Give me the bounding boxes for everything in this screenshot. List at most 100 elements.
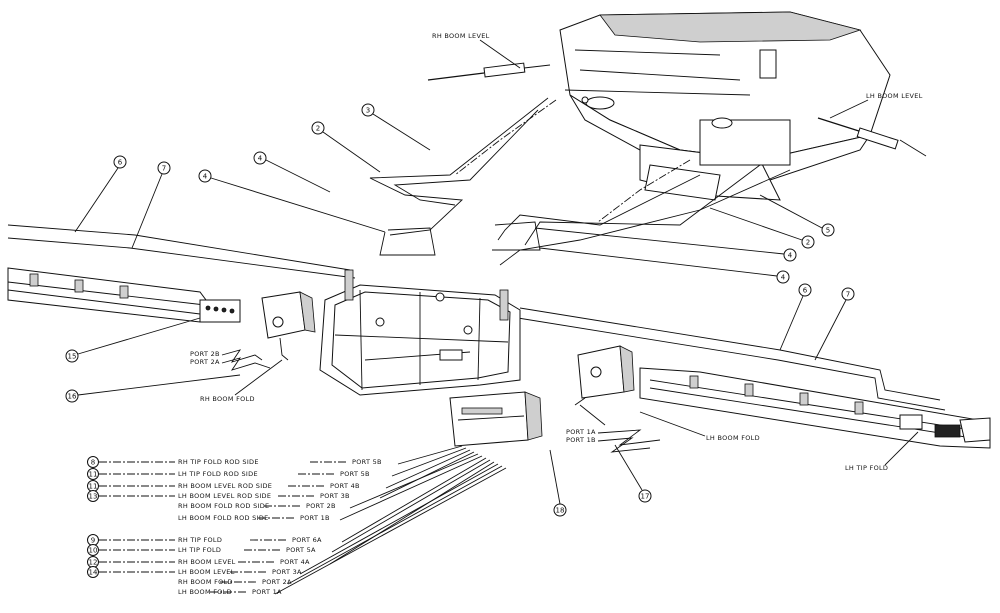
legend-callout-number: 11 — [89, 483, 98, 491]
lh-boom-section — [639, 367, 991, 449]
tank-chassis — [559, 11, 891, 201]
legend-callout-number: 9 — [91, 537, 95, 545]
legend-callout-number: 11 — [89, 471, 98, 479]
legend-hose-name: RH TIP FOLD ROD SIDE — [178, 458, 259, 466]
lh-boom-level-label: LH BOOM LEVEL — [866, 92, 923, 100]
legend-callout — [87, 544, 99, 556]
legend-callout-number: 8 — [91, 459, 95, 467]
legend-hose-name: RH BOOM FOLD — [178, 578, 233, 586]
callouts: 3 2 4 4 6 7 5 2 4 4 6 7 — [65, 103, 855, 517]
legend-hose-name: RH BOOM FOLD ROD SIDE — [178, 502, 269, 510]
legend-hose-fan — [274, 445, 507, 595]
legend-callout-number: 14 — [89, 569, 98, 577]
callout-4a-text: 4 — [258, 155, 263, 163]
legend-port: PORT 5B — [352, 458, 382, 466]
callout-17 — [638, 489, 652, 503]
callout-16 — [65, 389, 79, 403]
callout-4b — [198, 169, 212, 183]
callout-6-right — [798, 283, 812, 297]
lh-boom-level-cylinder — [817, 117, 927, 157]
callout-4a — [253, 151, 267, 165]
port-2a-label: PORT 2A — [190, 358, 220, 366]
legend-port: PORT 2B — [306, 502, 336, 510]
legend-row: 14 LH BOOM LEVEL PORT 3A — [87, 566, 302, 578]
callout-3 — [361, 103, 375, 117]
callout-4b-text: 4 — [203, 173, 208, 181]
legend-hose-name: LH TIP FOLD ROD SIDE — [178, 470, 258, 478]
legend-row: 12 RH BOOM LEVEL PORT 4A — [87, 556, 310, 568]
callout-15 — [65, 349, 79, 363]
callout-15-text: 15 — [68, 353, 77, 361]
callout-2-text: 2 — [316, 125, 320, 133]
legend-port: PORT 3A — [272, 568, 302, 576]
lh-tip-fold-label: LH TIP FOLD — [845, 464, 888, 472]
legend-callout-number: 12 — [89, 559, 98, 567]
callout-6-left — [113, 155, 127, 169]
legend-row: LH BOOM FOLD PORT 1A — [178, 588, 282, 596]
fold-labels: PORT 2B PORT 2A RH BOOM FOLD PORT 1A POR… — [190, 349, 919, 472]
hose-routing — [7, 97, 946, 411]
legend-row: LH BOOM FOLD ROD SIDE PORT 1B — [178, 514, 330, 522]
port-1b-label: PORT 1B — [566, 436, 596, 444]
hose-legend: 8 RH TIP FOLD ROD SIDE PORT 5B 11 LH TIP FOL… — [87, 456, 382, 596]
legend-hose-name: RH TIP FOLD — [178, 536, 222, 544]
legend-port: PORT 5A — [286, 546, 316, 554]
legend-callout — [87, 490, 99, 502]
legend-port: PORT 1B — [300, 514, 330, 522]
callout-4d — [776, 270, 790, 284]
port-1a-label: PORT 1A — [566, 428, 596, 436]
rh-boom-section — [7, 267, 241, 323]
callout-5 — [821, 223, 835, 237]
callout-7-right — [841, 287, 855, 301]
callout-4c-text: 4 — [788, 252, 793, 260]
port-2b-label: PORT 2B — [190, 350, 220, 358]
callout-7-left — [157, 161, 171, 175]
callout-2 — [311, 121, 325, 135]
rh-boom-level-cylinder — [427, 62, 551, 81]
legend-hose-name: LH BOOM LEVEL ROD SIDE — [178, 492, 271, 500]
legend-hose-name: RH BOOM LEVEL ROD SIDE — [178, 482, 272, 490]
callout-2-right — [801, 235, 815, 249]
legend-port: PORT 6A — [292, 536, 322, 544]
legend-callout — [87, 468, 99, 480]
callout-2-right-text: 2 — [806, 239, 810, 247]
legend-port: PORT 4B — [330, 482, 360, 490]
legend-row: 11 LH TIP FOLD ROD SIDE PORT 5B — [87, 468, 370, 480]
rh-boom-fold-label: RH BOOM FOLD — [200, 395, 255, 403]
callout-4d-text: 4 — [781, 274, 786, 282]
legend-hose-name: LH BOOM FOLD ROD SIDE — [178, 514, 269, 522]
callout-4c — [783, 248, 797, 262]
callout-17-text: 17 — [641, 493, 650, 501]
legend-callout-number: 13 — [89, 493, 98, 501]
callout-3-text: 3 — [366, 107, 370, 115]
callout-5-text: 5 — [826, 227, 830, 235]
callout-7-left-text: 7 — [162, 165, 166, 173]
legend-callout-number: 10 — [89, 547, 98, 555]
lh-boom-fold-valve — [574, 345, 635, 406]
legend-row: 8 RH TIP FOLD ROD SIDE PORT 5B — [87, 456, 382, 468]
callout-6-left-text: 6 — [118, 159, 123, 167]
legend-hose-name: LH BOOM FOLD — [178, 588, 232, 596]
center-valve-frame — [319, 269, 543, 447]
legend-hose-name: LH BOOM LEVEL — [178, 568, 235, 576]
callout-6-right-text: 6 — [803, 287, 808, 295]
legend-port: PORT 4A — [280, 558, 310, 566]
legend-row: 13 LH BOOM LEVEL ROD SIDE PORT 3B — [87, 490, 350, 502]
rh-boom-fold-valve — [261, 291, 316, 361]
legend-port: PORT 3B — [320, 492, 350, 500]
legend-port: PORT 1A — [252, 588, 282, 596]
legend-row: RH BOOM FOLD ROD SIDE PORT 2B — [178, 502, 336, 510]
legend-hose-name: RH BOOM LEVEL — [178, 558, 236, 566]
legend-callout — [87, 566, 99, 578]
rh-boom-level-label: RH BOOM LEVEL — [432, 32, 490, 40]
legend-port: PORT 5B — [340, 470, 370, 478]
callout-18-text: 18 — [556, 507, 565, 515]
callout-7-right-text: 7 — [846, 291, 850, 299]
callout-16-text: 16 — [68, 393, 77, 401]
lh-boom-fold-label: LH BOOM FOLD — [706, 434, 760, 442]
legend-row: 9 RH TIP FOLD PORT 6A — [87, 534, 322, 546]
